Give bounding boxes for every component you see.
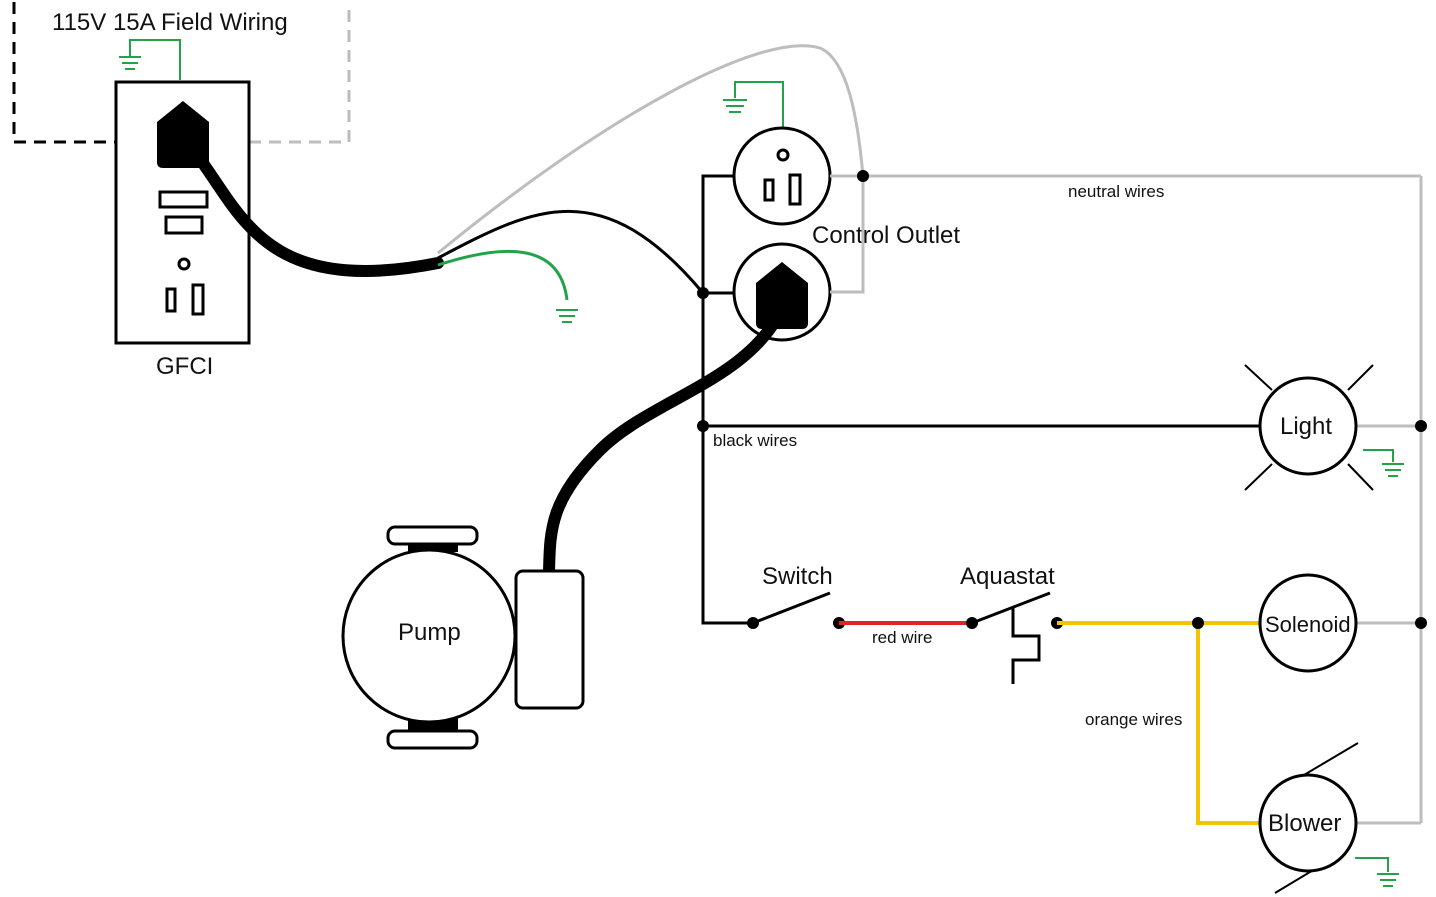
red-wire-label: red wire [872, 628, 932, 647]
gfci-test-button [158, 190, 209, 209]
gfci-label: GFCI [156, 353, 213, 380]
pump-top-flange [386, 525, 479, 546]
orange-wires-label: orange wires [1085, 710, 1182, 729]
switch-blade [752, 591, 831, 625]
ground-icon [1382, 463, 1404, 477]
gfci-ground [119, 39, 181, 80]
black-wires-label: black wires [713, 431, 797, 450]
ground-icon [556, 309, 578, 323]
switch-terminal-left [747, 617, 759, 629]
blower: Blower [1258, 742, 1399, 894]
light: Light [1244, 364, 1404, 491]
junction-dot [1192, 617, 1204, 629]
neutral-cord-wire [437, 44, 865, 255]
orange-wire-blower [1196, 623, 1260, 825]
pump-bottom-flange [386, 729, 479, 750]
light-ray-icon [1244, 364, 1374, 491]
pump-label: Pump [398, 619, 461, 646]
control-outlet: Control Outlet [723, 81, 960, 342]
gfci-power-cord [177, 132, 444, 277]
ground-icon [723, 99, 747, 113]
gfci-ground-wire [129, 39, 181, 80]
ground-cord-wire [437, 249, 569, 301]
junction-dot [857, 170, 869, 182]
field-wiring-label: 115V 15A Field Wiring [52, 9, 288, 36]
control-outlet-slot-right [788, 173, 802, 206]
junction-dot [697, 287, 709, 299]
pump-top-neck [408, 544, 458, 552]
blower-label: Blower [1268, 810, 1341, 837]
neutral-wires-label: neutral wires [1068, 182, 1164, 201]
hot-line-outlet-top [701, 174, 753, 625]
aquastat-label: Aquastat [960, 563, 1055, 590]
blower-circle [1258, 773, 1358, 873]
neutral-wiring [830, 174, 1423, 825]
junction-dot [1415, 420, 1427, 432]
blower-ground-wire [1355, 857, 1389, 872]
light-circle [1258, 376, 1358, 476]
ground-icon [1377, 873, 1399, 887]
solenoid-label: Solenoid [1265, 612, 1351, 637]
control-outlet-label: Control Outlet [812, 222, 960, 249]
junction-dot [1415, 617, 1427, 629]
control-outlet-top-receptacle [732, 126, 832, 226]
solenoid-circle [1258, 573, 1358, 673]
gfci-slot-right [191, 283, 205, 316]
gfci-outlet: GFCI [114, 80, 251, 380]
pump-power-cord [543, 302, 788, 578]
pump-motor-box [514, 569, 585, 710]
switch: Switch [747, 563, 845, 629]
plug-icon [756, 262, 808, 329]
control-outlet-ground-hole [776, 148, 790, 162]
field-neutral-dashed-line [249, 2, 351, 144]
junction-dot [697, 420, 709, 432]
orange-wiring [1057, 621, 1260, 825]
solenoid: Solenoid [1258, 573, 1358, 673]
control-outlet-slot-left [763, 178, 775, 202]
aquastat-blade [971, 591, 1051, 625]
gfci-slot-left [165, 287, 177, 313]
switch-label: Switch [762, 563, 833, 590]
gfci-ground-hole [177, 257, 191, 271]
neutral-line-outlet-jumper [830, 176, 865, 294]
light-label: Light [1280, 413, 1332, 440]
hot-cord-wire [437, 209, 705, 294]
aquastat-terminal-left [966, 617, 978, 629]
ground-icon [119, 56, 141, 70]
aquastat-sensor-symbol [1011, 607, 1041, 684]
gfci-reset-button [164, 215, 204, 235]
control-outlet-ground-wire [734, 81, 784, 128]
aquastat: Aquastat [960, 563, 1063, 684]
field-wiring-box: 115V 15A Field Wiring [12, 2, 351, 144]
field-hot-dashed-line [12, 2, 116, 144]
light-ground-wire [1363, 449, 1394, 462]
junction-dots [697, 170, 1427, 629]
pump: Pump [341, 525, 585, 750]
